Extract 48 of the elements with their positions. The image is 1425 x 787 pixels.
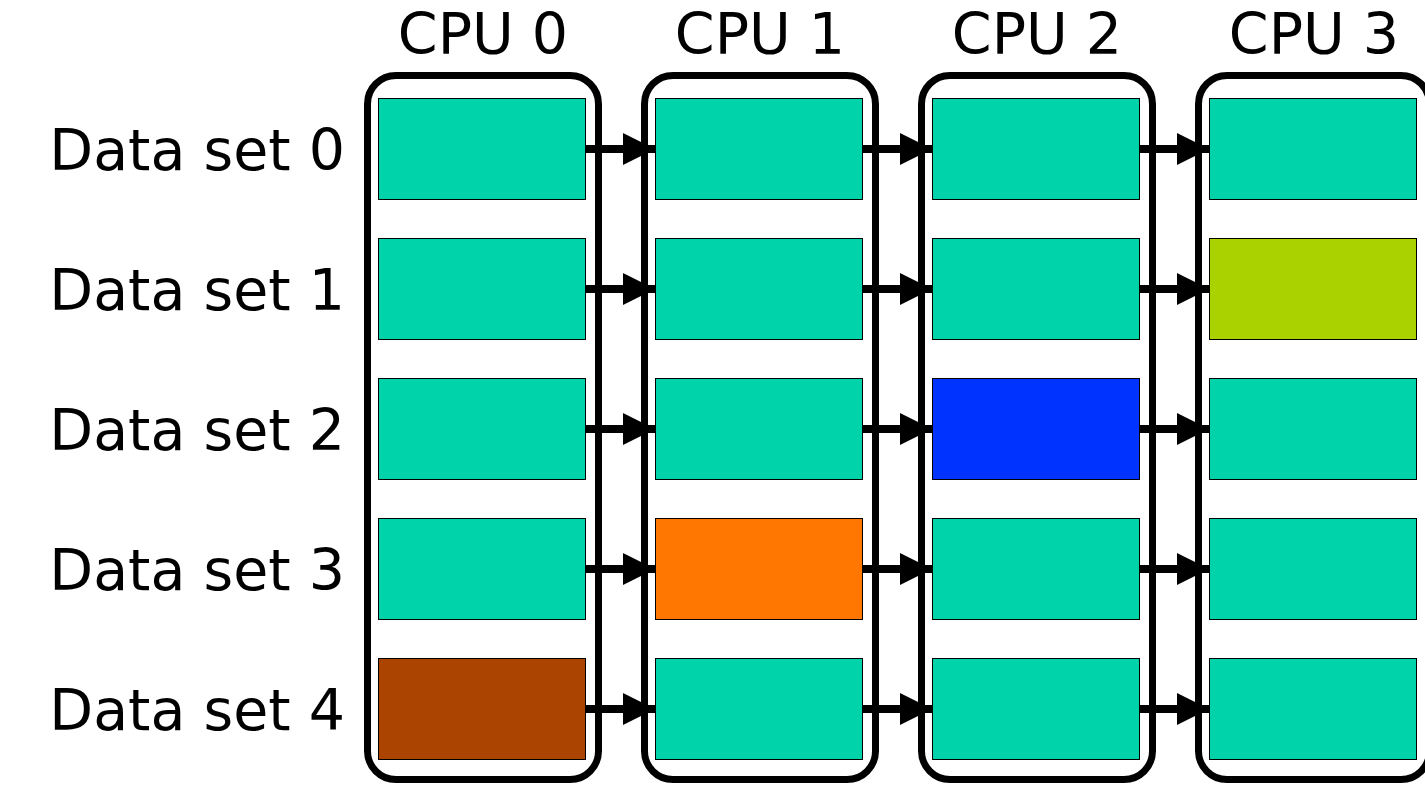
data-block	[378, 378, 586, 480]
arrow	[1140, 553, 1209, 585]
column-heading: CPU 2	[950, 6, 1124, 63]
arrow	[863, 273, 932, 305]
data-block	[378, 518, 586, 620]
data-block	[378, 658, 586, 760]
column-heading: CPU 0	[396, 6, 570, 63]
data-block	[655, 518, 863, 620]
data-block	[932, 238, 1140, 340]
cpu-column	[641, 72, 879, 783]
row-label: Data set 0	[49, 122, 345, 179]
data-block	[932, 378, 1140, 480]
row-label: Data set 2	[49, 402, 345, 459]
row-label: Data set 1	[49, 262, 345, 319]
column-heading: CPU 3	[1227, 6, 1401, 63]
arrow	[863, 133, 932, 165]
column-heading: CPU 1	[673, 6, 847, 63]
arrow	[1140, 413, 1209, 445]
data-block	[1209, 658, 1417, 760]
cpu-column	[918, 72, 1156, 783]
arrow	[586, 553, 655, 585]
arrow	[863, 553, 932, 585]
data-block	[655, 378, 863, 480]
data-block	[932, 98, 1140, 200]
row-label: Data set 3	[49, 542, 345, 599]
arrow	[586, 693, 655, 725]
data-block	[1209, 238, 1417, 340]
arrow	[586, 273, 655, 305]
row-label: Data set 4	[49, 682, 345, 739]
data-block	[378, 238, 586, 340]
arrow	[586, 413, 655, 445]
arrow	[863, 693, 932, 725]
arrow	[1140, 133, 1209, 165]
data-block	[1209, 378, 1417, 480]
arrow	[863, 413, 932, 445]
arrow	[1140, 273, 1209, 305]
data-block	[932, 658, 1140, 760]
data-block	[655, 98, 863, 200]
arrow	[1140, 693, 1209, 725]
cpu-column	[364, 72, 602, 783]
data-block	[1209, 98, 1417, 200]
arrow	[586, 133, 655, 165]
data-block	[932, 518, 1140, 620]
cpu-column	[1195, 72, 1425, 783]
data-block	[655, 238, 863, 340]
data-block	[1209, 518, 1417, 620]
data-block	[378, 98, 586, 200]
data-block	[655, 658, 863, 760]
